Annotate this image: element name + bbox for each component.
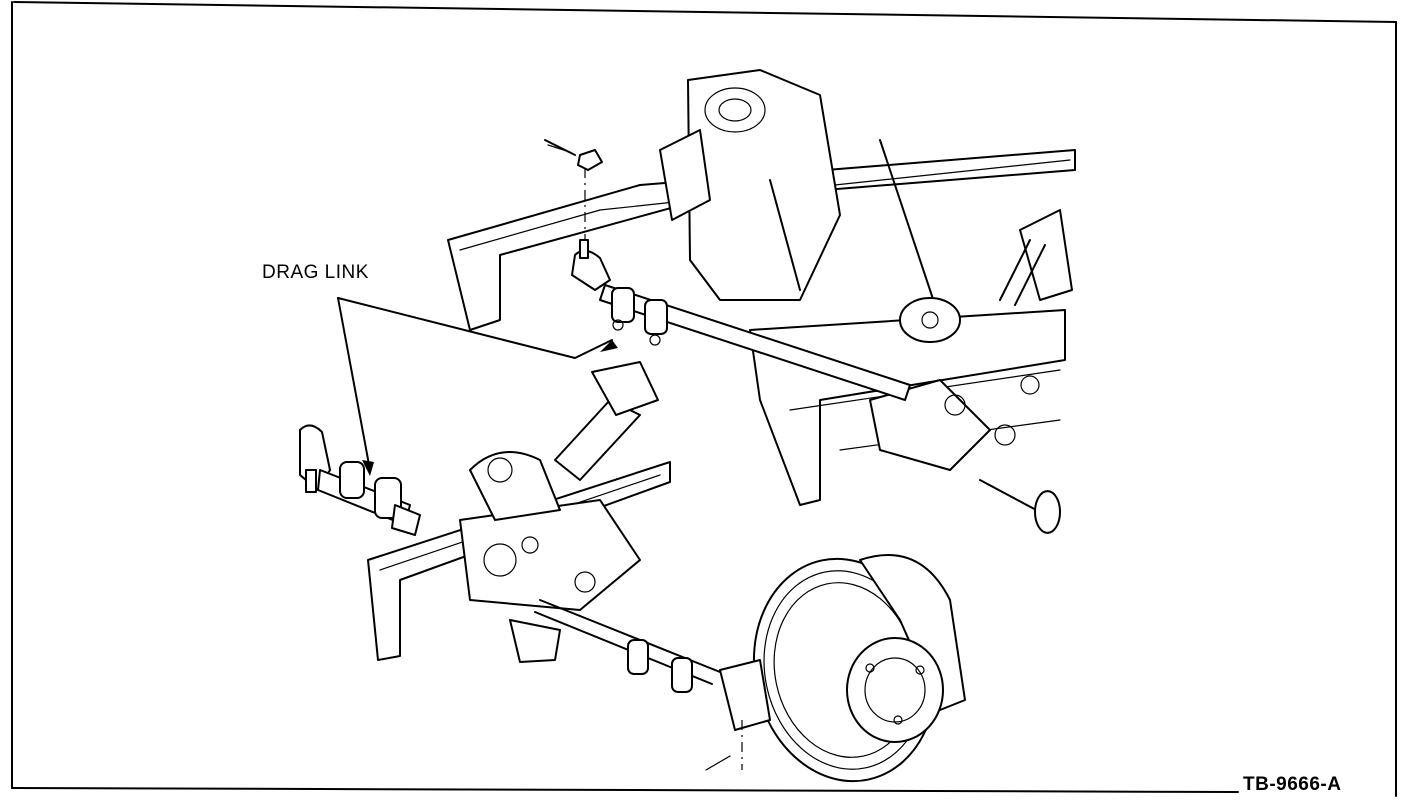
frame-rail-lower [367,361,721,693]
brake-rotor-assembly [705,554,966,783]
upper-drag-link [544,139,911,401]
lower-drag-link [299,424,421,536]
figure-id-label: TB-9666-A [1243,774,1342,795]
drag-link-label: DRAG LINK [262,262,369,283]
figure-border [11,1,1397,797]
drag-link-callout-leaders [337,297,618,476]
